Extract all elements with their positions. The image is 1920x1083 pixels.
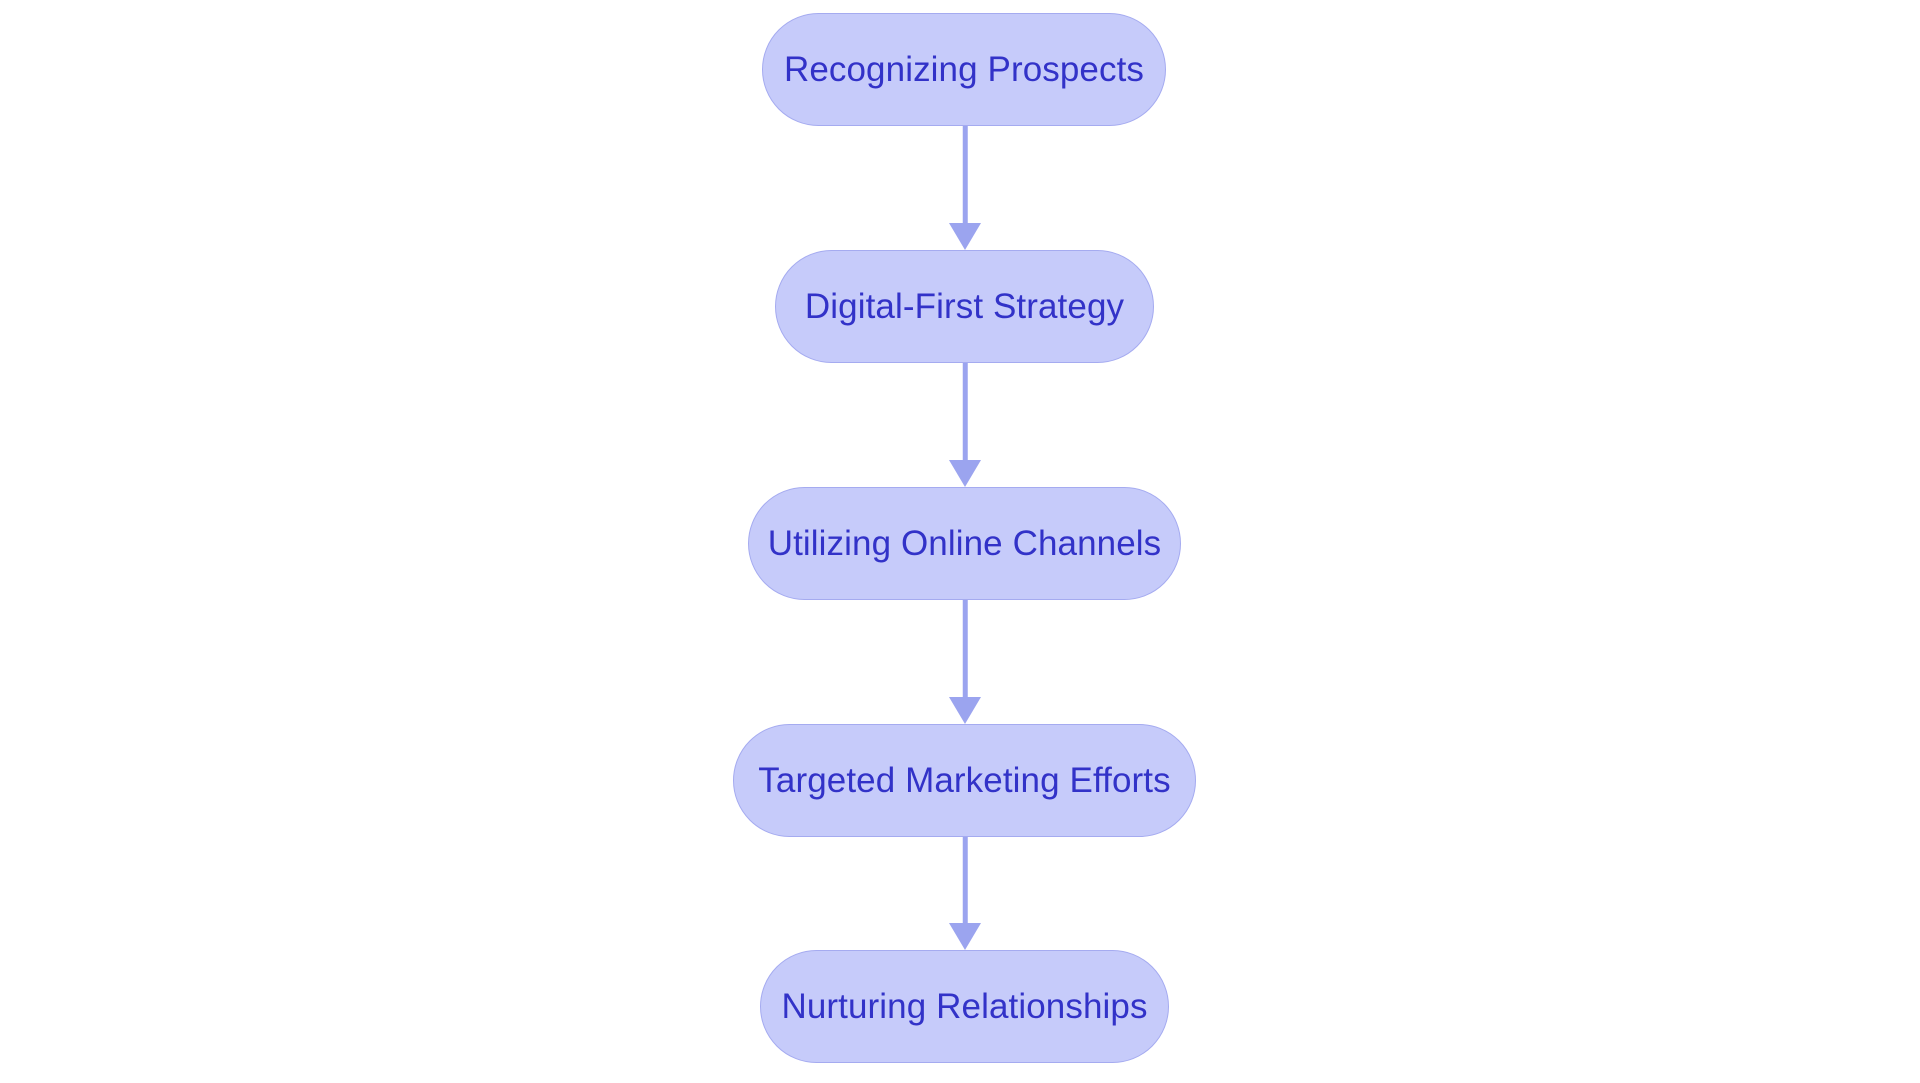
flow-node-label: Digital-First Strategy: [804, 287, 1125, 326]
flow-node-recognizing-prospects[interactable]: Recognizing Prospects: [762, 13, 1166, 126]
arrowhead-down-icon: [949, 460, 981, 487]
connector-stem: [962, 126, 968, 223]
connector-stem: [962, 600, 968, 697]
connector-stem: [962, 363, 968, 460]
connector-arrow-3: [948, 600, 982, 724]
flow-node-label: Targeted Marketing Efforts: [758, 761, 1171, 800]
connector-arrow-1: [948, 126, 982, 250]
flow-node-targeted-marketing-efforts[interactable]: Targeted Marketing Efforts: [733, 724, 1196, 837]
flow-node-label: Nurturing Relationships: [781, 987, 1148, 1026]
connector-arrow-2: [948, 363, 982, 487]
arrowhead-down-icon: [949, 697, 981, 724]
connector-stem: [962, 837, 968, 923]
flow-node-label: Utilizing Online Channels: [767, 524, 1162, 563]
flow-node-nurturing-relationships[interactable]: Nurturing Relationships: [760, 950, 1169, 1063]
arrowhead-down-icon: [949, 923, 981, 950]
flow-node-label: Recognizing Prospects: [783, 50, 1145, 89]
connector-arrow-4: [948, 837, 982, 950]
flow-node-digital-first-strategy[interactable]: Digital-First Strategy: [775, 250, 1154, 363]
arrowhead-down-icon: [949, 223, 981, 250]
flow-node-utilizing-online-channels[interactable]: Utilizing Online Channels: [748, 487, 1181, 600]
